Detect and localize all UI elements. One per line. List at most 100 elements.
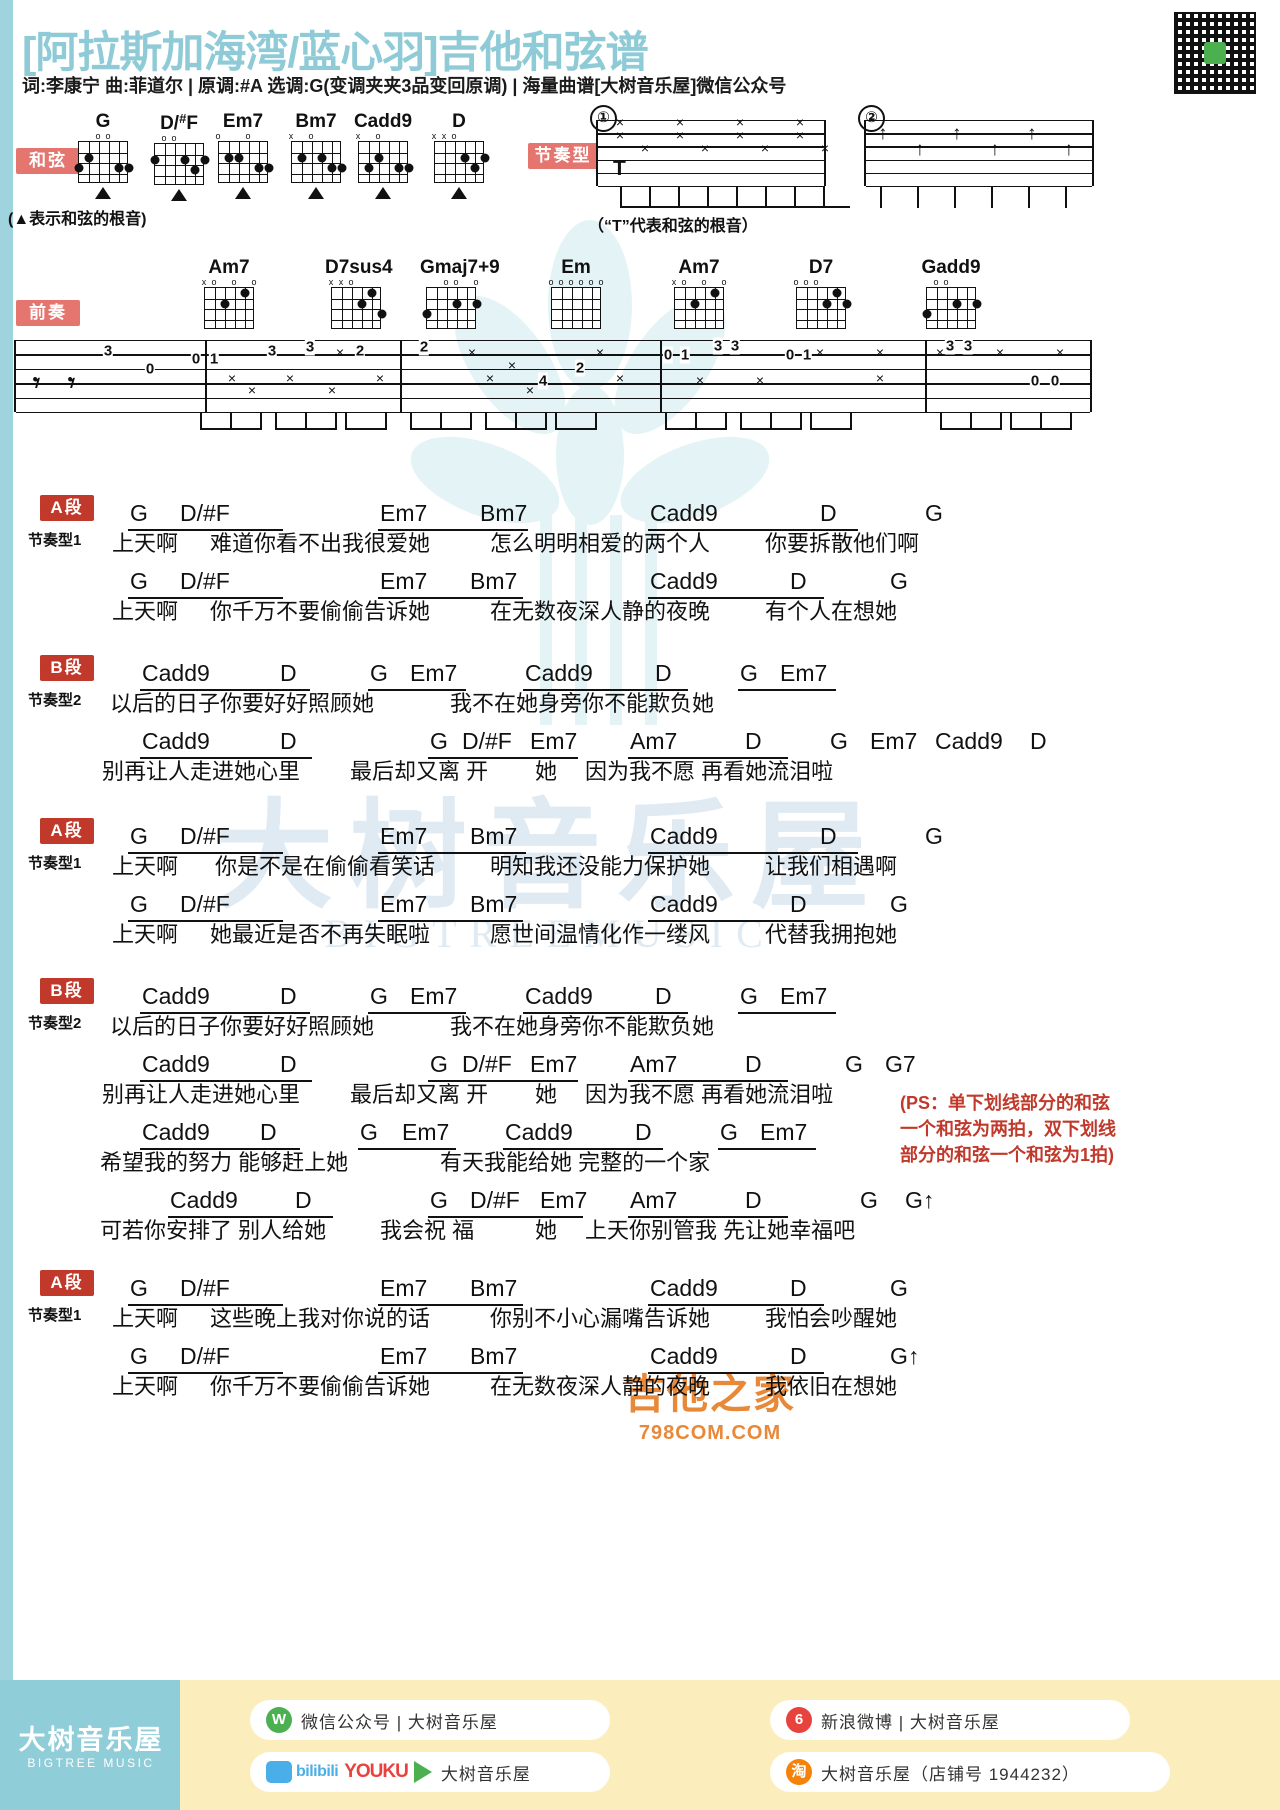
chord-label: G <box>830 728 848 754</box>
chord-underline <box>718 1148 816 1150</box>
chord-underline <box>648 529 828 531</box>
chord-label: D <box>655 660 672 686</box>
left-accent-rail <box>0 0 13 1680</box>
tab-number: 0 <box>190 350 202 368</box>
video-pill[interactable]: bilibili YOUKU 大树音乐屋 <box>250 1752 610 1792</box>
lyric-text: 上天你别管我 先让她幸福吧 <box>585 1218 856 1243</box>
chord-grid <box>796 287 852 329</box>
chord-underline <box>648 920 808 922</box>
chord-label: Cadd9 <box>935 728 1003 754</box>
chord-label: D <box>295 1187 312 1213</box>
tab-number: 0 <box>1049 372 1061 390</box>
chord-label: G <box>740 983 758 1009</box>
chord-underline <box>523 1012 688 1014</box>
chord-name: Em7 <box>222 111 264 132</box>
root-note-arrow <box>95 187 111 199</box>
chord-dot <box>297 153 307 163</box>
chord-underline <box>738 1012 836 1014</box>
lyric-text: 我会祝 福 <box>380 1218 475 1243</box>
tab-number: 2 <box>354 342 366 360</box>
chord-label: Cadd9 <box>142 728 210 754</box>
chord-underline <box>818 529 858 531</box>
chord-label: Em7 <box>402 1119 450 1145</box>
chord-label: D <box>280 1051 297 1077</box>
chord-label: D <box>280 660 297 686</box>
chord-dot <box>264 163 274 173</box>
lyric-text: 你是不是在偷偷看笑话 <box>215 854 436 879</box>
chord-grid <box>922 287 982 329</box>
string-mark: o <box>251 277 257 287</box>
chord-label: D <box>260 1119 277 1145</box>
tab-mute-mark: × <box>935 344 945 360</box>
tab-staff <box>864 120 1094 188</box>
chord-label: D <box>635 1119 652 1145</box>
section-rhythm-label: 节奏型2 <box>28 1015 82 1032</box>
tab-mute-mark: × <box>595 344 605 360</box>
string-mark: o <box>375 131 381 141</box>
lyric-text: 上天啊 <box>112 1374 179 1399</box>
chord-underline <box>648 1304 808 1306</box>
lyric-text: 这些晚上我对你说的话 <box>210 1306 431 1331</box>
chord-name: D7sus4 <box>325 257 393 278</box>
string-mark: o <box>813 277 819 287</box>
chord-label: Em7 <box>380 1275 428 1301</box>
chord-label: Cadd9 <box>170 1187 238 1213</box>
chord-dot <box>842 299 852 309</box>
page-title: [阿拉斯加海湾/蓝心羽]吉他和弦谱 <box>22 29 649 77</box>
chord-label: D <box>1030 728 1047 754</box>
footer-brand-cn: 大树音乐屋 <box>18 1725 164 1755</box>
chord-label: G↑ <box>890 1343 920 1369</box>
chord-underline <box>428 757 578 759</box>
lyric-text: 最后却又离 开 <box>350 1082 489 1107</box>
chord-grid <box>150 143 210 185</box>
chord-underline <box>503 1148 663 1150</box>
tab-mute-mark: × <box>995 344 1005 360</box>
strum-mark: × <box>735 127 745 143</box>
chord-name: D7 <box>808 257 834 278</box>
string-mark: o <box>548 277 554 287</box>
tab-mute-mark: × <box>875 370 885 386</box>
chord-grid <box>218 141 274 183</box>
string-mark: o <box>171 133 177 143</box>
chord-label: Em7 <box>870 728 918 754</box>
section-rhythm-label: 节奏型1 <box>28 855 82 872</box>
chord-label: G <box>740 660 758 686</box>
wechat-pill-label: 微信公众号 | 大树音乐屋 <box>301 1712 498 1732</box>
chord-label: G <box>130 823 148 849</box>
tab-number: 3 <box>962 337 974 355</box>
root-note-arrow <box>451 187 467 199</box>
chord-label: Em7 <box>530 1051 578 1077</box>
upstroke-arrow: ↑ <box>915 139 925 160</box>
chord-label: G <box>720 1119 738 1145</box>
string-mark: o <box>451 131 457 141</box>
chord-label: G <box>890 568 908 594</box>
taobao-pill[interactable]: 淘 大树音乐屋（店铺号 1944232） <box>770 1752 1170 1792</box>
tab-number: 1 <box>801 346 813 364</box>
rhythm-section-tag: 节奏型 <box>528 143 598 170</box>
lyric-text: 上天啊 <box>112 922 179 947</box>
chord-underline <box>628 1080 788 1082</box>
section-tag: A段 <box>40 1270 94 1297</box>
tab-number: 4 <box>537 372 549 390</box>
chord-underline <box>140 1080 312 1082</box>
chord-label: Em7 <box>410 983 458 1009</box>
chord-label: G <box>130 1275 148 1301</box>
chord-underline <box>128 597 283 599</box>
wechat-pill[interactable]: W 微信公众号 | 大树音乐屋 <box>250 1700 610 1740</box>
weibo-pill[interactable]: 6 新浪微博 | 大树音乐屋 <box>770 1700 1130 1740</box>
chord-dot <box>114 163 124 173</box>
string-mark: o <box>793 277 799 287</box>
string-mark: x <box>671 277 677 287</box>
lyric-text: 她 <box>535 759 558 784</box>
chord-label: Cadd9 <box>142 660 210 686</box>
chord-label: D/#F <box>180 1343 230 1369</box>
upstroke-arrow: ↑ <box>878 123 888 144</box>
chord-underline <box>648 1372 808 1374</box>
string-mark: o <box>215 131 221 141</box>
chord-name: D <box>452 111 466 132</box>
chord-label: D/#F <box>462 1051 512 1077</box>
chord-dot <box>327 163 337 173</box>
